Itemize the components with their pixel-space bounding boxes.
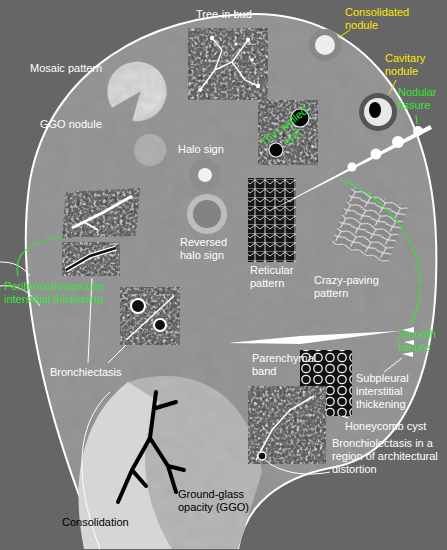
reticular-patch-part bbox=[248, 178, 296, 262]
annotation-label: Ground-glass opacity (GGO) bbox=[178, 488, 258, 514]
annotation-label: Mosaic pattern bbox=[30, 62, 120, 75]
bronchiolectasis-patch-part bbox=[258, 452, 266, 460]
bronchiolectasis-patch bbox=[248, 386, 326, 464]
mosaic-patch bbox=[107, 61, 167, 121]
annotation-label: Cavitary nodule bbox=[385, 52, 440, 78]
leader-lines-part bbox=[342, 416, 348, 418]
leader-lines-part bbox=[384, 358, 402, 372]
tree-in-bud-patch-part bbox=[200, 38, 258, 90]
consolidated-nodule bbox=[309, 29, 341, 61]
parenchymal-band bbox=[228, 331, 400, 344]
bronchiectasis-patch-part bbox=[62, 242, 120, 276]
leader-lines-part bbox=[17, 236, 62, 276]
annotation-label: Halo sign bbox=[178, 143, 238, 156]
fissure-part bbox=[348, 126, 424, 172]
peribronchovascular-patch-part bbox=[62, 188, 140, 238]
bronchiectasis-patch-part bbox=[126, 296, 174, 340]
reticular-patch bbox=[248, 178, 296, 262]
annotation-label: Peribronchovascular interstitial thicken… bbox=[4, 280, 129, 306]
annotation-label: Subpleural interstitial thickening bbox=[356, 372, 438, 411]
bronchiolectasis-patch-part bbox=[256, 396, 314, 460]
cavitary-nodule-part bbox=[359, 93, 397, 131]
crazy-paving-patch-part bbox=[332, 187, 409, 264]
tree-in-bud-patch-part bbox=[198, 88, 202, 92]
annotation-label: Reticular pattern bbox=[250, 264, 310, 290]
tree-in-bud-patch-part bbox=[188, 28, 268, 100]
crazy-paving-patch bbox=[332, 187, 409, 264]
ggo-nodule-part bbox=[134, 134, 166, 166]
parenchymal-band-part bbox=[228, 331, 400, 344]
cavitary-nodule bbox=[359, 93, 397, 131]
leader-lines-part bbox=[338, 30, 350, 38]
annotation-label: Nodular fissure bbox=[398, 86, 443, 112]
annotation-label: Consolidation bbox=[62, 516, 152, 529]
tree-in-bud-patch bbox=[188, 28, 268, 100]
tree-in-bud-patch-part bbox=[256, 84, 260, 88]
bronchiectasis-patch-part bbox=[66, 248, 116, 270]
leader-lines-part bbox=[340, 180, 420, 326]
ggo-nodule bbox=[134, 134, 166, 166]
cavitary-nodule-part bbox=[364, 98, 392, 126]
annotation-label: Parenchymal band bbox=[252, 352, 322, 378]
bronchial-tree-part bbox=[118, 392, 184, 502]
peribronchovascular-patch-part bbox=[84, 222, 98, 230]
halo-sign bbox=[189, 159, 221, 191]
annotation-label: Crazy-paving pattern bbox=[314, 274, 394, 300]
annotation-label: Reversed halo sign bbox=[180, 236, 240, 262]
bronchiolectasis-patch-part bbox=[248, 386, 326, 464]
reversed-halo-sign bbox=[187, 194, 227, 234]
mosaic-patch-part bbox=[107, 61, 167, 121]
ggo-nodule-part bbox=[134, 134, 166, 166]
consolidated-nodule-part bbox=[315, 35, 335, 55]
bronchiectasis-patch-part bbox=[154, 319, 166, 331]
fissure-part bbox=[413, 126, 423, 136]
bronchiectasis-patch-part bbox=[66, 248, 116, 270]
reversed-halo-sign-part bbox=[193, 200, 221, 228]
cavitary-nodule-part bbox=[369, 102, 381, 118]
tree-in-bud-patch-part bbox=[250, 58, 254, 62]
leader-lines-part bbox=[416, 115, 417, 124]
annotation-label: Honeycomb cyst bbox=[345, 420, 440, 433]
tree-in-bud-patch-part bbox=[198, 36, 260, 92]
annotation-label: Bronchiectasis bbox=[50, 366, 140, 379]
tree-in-bud-patch-part bbox=[246, 38, 250, 42]
annotation-label: Bronchiolectasis in a region of architec… bbox=[332, 437, 440, 476]
halo-sign-part bbox=[189, 159, 221, 191]
leader-lines-part bbox=[265, 460, 330, 474]
fissure-part bbox=[371, 149, 382, 160]
consolidated-nodule-part bbox=[309, 29, 341, 61]
halo-sign-part bbox=[198, 168, 212, 182]
annotation-label: Tree-in bud bbox=[196, 8, 286, 21]
peribronchovascular-patch-part bbox=[72, 196, 132, 228]
bronchial-tree bbox=[118, 392, 184, 502]
fissure-part bbox=[392, 136, 404, 148]
bronchiectasis-patch-part bbox=[131, 299, 145, 313]
tree-in-bud-patch-part bbox=[234, 42, 237, 45]
leader-lines-part bbox=[389, 80, 396, 94]
bronchiectasis-patch-part bbox=[120, 287, 180, 345]
peribronchovascular-patch bbox=[62, 188, 140, 238]
annotation-label: Consolidated nodule bbox=[345, 6, 415, 32]
annotation-label: Smooth fissure bbox=[398, 328, 443, 354]
mosaic-patch-part bbox=[107, 61, 167, 121]
reversed-halo-sign-part bbox=[187, 194, 227, 234]
fissure-part bbox=[348, 163, 357, 172]
tree-in-bud-patch-part bbox=[210, 36, 214, 40]
annotation-label: GGO nodule bbox=[40, 118, 115, 131]
